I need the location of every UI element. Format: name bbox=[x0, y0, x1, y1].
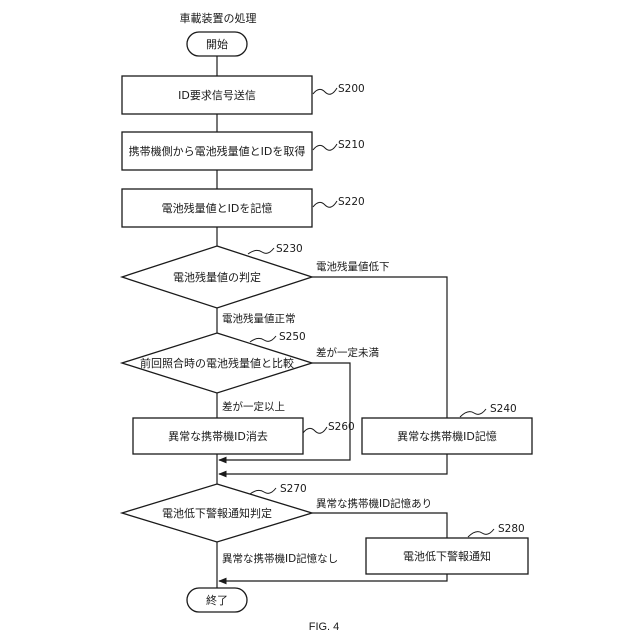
start-label: 開始 bbox=[206, 37, 228, 51]
end-label: 終了 bbox=[206, 593, 228, 607]
s270-leader bbox=[250, 488, 276, 494]
step-s260-id: S260 bbox=[328, 421, 355, 433]
step-s200-label: ID要求信号送信 bbox=[178, 88, 256, 102]
step-s280-label: 電池低下警報通知 bbox=[403, 549, 491, 563]
step-s260-label: 異常な携帯機ID消去 bbox=[168, 429, 268, 443]
decision-s230: 電池残量値の判定 bbox=[122, 246, 312, 308]
start-terminal: 開始 bbox=[187, 32, 247, 56]
decision-s270-label: 電池低下警報通知判定 bbox=[162, 506, 272, 520]
s220-leader bbox=[313, 201, 337, 207]
flowchart-title: 車載装置の処理 bbox=[180, 11, 257, 25]
s230-leader bbox=[248, 248, 274, 254]
branch-s270-yes: 異常な携帯機ID記憶あり bbox=[316, 497, 432, 510]
branch-s230-low: 電池残量値低下 bbox=[316, 260, 390, 273]
s260-leader bbox=[303, 427, 327, 433]
step-s240-id: S240 bbox=[490, 403, 517, 415]
step-s240-box: 異常な携帯機ID記憶 bbox=[362, 418, 532, 454]
step-s280-id: S280 bbox=[498, 523, 525, 535]
step-s200-box: ID要求信号送信 bbox=[122, 76, 312, 114]
branch-s250-above: 差が一定以上 bbox=[222, 400, 285, 413]
step-s280-box: 電池低下警報通知 bbox=[366, 538, 528, 574]
branch-s270-no: 異常な携帯機ID記憶なし bbox=[222, 552, 338, 565]
step-s240-label: 異常な携帯機ID記憶 bbox=[397, 429, 497, 443]
step-s210-box: 携帯機側から電池残量値とIDを取得 bbox=[122, 132, 312, 170]
s250-leader bbox=[250, 336, 276, 342]
s210-leader bbox=[313, 144, 337, 150]
step-s230-id: S230 bbox=[276, 243, 303, 255]
decision-s250-label: 前回照合時の電池残量値と比較 bbox=[140, 356, 294, 370]
s200-leader bbox=[313, 88, 337, 94]
step-s210-label: 携帯機側から電池残量値とIDを取得 bbox=[129, 144, 306, 158]
end-terminal: 終了 bbox=[187, 588, 247, 612]
step-s220-label: 電池残量値とIDを記憶 bbox=[162, 201, 273, 215]
figure-caption: FIG. 4 bbox=[309, 621, 340, 633]
branch-s230-normal: 電池残量値正常 bbox=[222, 312, 296, 325]
step-s210-id: S210 bbox=[338, 139, 365, 151]
decision-s230-label: 電池残量値の判定 bbox=[173, 270, 261, 284]
step-s270-id: S270 bbox=[280, 483, 307, 495]
s280-leader bbox=[468, 529, 494, 537]
step-s260-box: 異常な携帯機ID消去 bbox=[133, 418, 303, 454]
s240-leader bbox=[460, 409, 486, 417]
step-s220-box: 電池残量値とIDを記憶 bbox=[122, 189, 312, 227]
step-s250-id: S250 bbox=[279, 331, 306, 343]
step-s220-id: S220 bbox=[338, 196, 365, 208]
step-s200-id: S200 bbox=[338, 83, 365, 95]
branch-s250-below: 差が一定未満 bbox=[316, 346, 379, 359]
